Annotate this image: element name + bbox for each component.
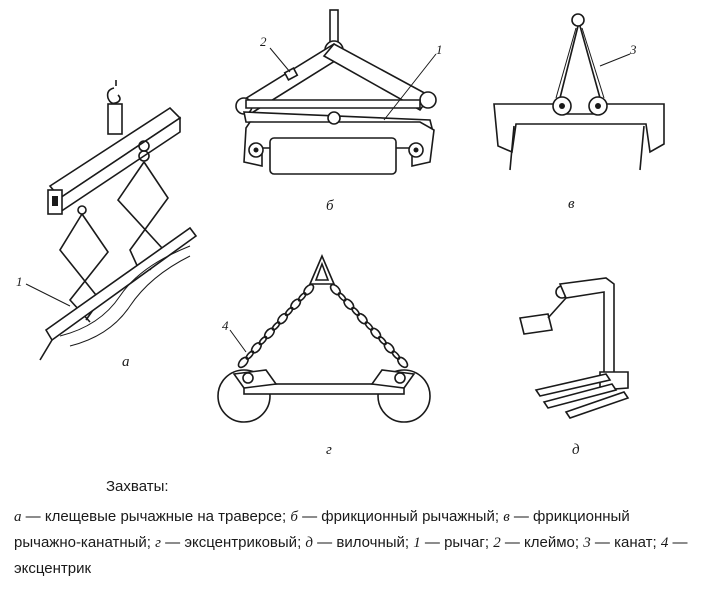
chain-link bbox=[250, 341, 262, 354]
chain-link bbox=[383, 342, 395, 354]
label-d: д bbox=[572, 442, 580, 458]
chain-link bbox=[337, 292, 347, 302]
callout-a-1: 1 bbox=[16, 274, 23, 289]
label-b: б bbox=[326, 198, 334, 214]
caption-text: фрикционный рычажно-канатный bbox=[14, 508, 630, 551]
drawing-a-tong-grab-on-traverse bbox=[25, 80, 198, 361]
callout-g-4: 4 bbox=[222, 318, 229, 333]
chain-link bbox=[351, 306, 361, 317]
caption-text: эксцентрик bbox=[14, 560, 92, 577]
chain-link bbox=[303, 283, 315, 296]
label-v: в bbox=[568, 196, 575, 212]
chain-link bbox=[245, 350, 255, 360]
chain-link bbox=[370, 327, 382, 340]
chain-link bbox=[290, 298, 302, 311]
chain-link bbox=[364, 321, 374, 331]
chain-link bbox=[391, 350, 401, 360]
chain-link bbox=[258, 335, 268, 346]
caption-text: канат bbox=[614, 534, 653, 551]
caption-body: а — клещевые рычажные на траверсе; б — ф… bbox=[14, 508, 688, 577]
drawing-g-eccentric-grab bbox=[217, 253, 431, 423]
caption-key: в bbox=[503, 509, 510, 525]
chain-link bbox=[263, 327, 276, 340]
gripping-devices-figure: а б в г д 1 1 2 3 4 bbox=[16, 9, 665, 458]
caption-key: д bbox=[305, 535, 313, 551]
caption-text: эксцентриковый bbox=[184, 534, 298, 551]
caption-key: 1 bbox=[413, 535, 421, 551]
callout-v-3: 3 bbox=[630, 42, 637, 57]
caption-text: клещевые рычажные на траверсе bbox=[44, 508, 283, 525]
caption-text: вилочный bbox=[336, 534, 405, 551]
chain-link bbox=[356, 312, 368, 325]
label-a: а bbox=[122, 354, 130, 370]
drawing-v-friction-lever-rope-grab bbox=[493, 13, 665, 171]
callout-b-2: 2 bbox=[260, 34, 267, 49]
chain-link bbox=[397, 356, 409, 369]
caption-key: г bbox=[155, 535, 161, 551]
caption-key: 3 bbox=[583, 535, 591, 551]
caption-text: фрикционный рычажный bbox=[321, 508, 495, 525]
chain-link bbox=[284, 306, 294, 317]
chain-link bbox=[276, 312, 289, 325]
caption-key: 2 bbox=[493, 535, 501, 551]
caption-key: 4 bbox=[660, 535, 669, 551]
chain-link bbox=[343, 298, 355, 310]
chain-link bbox=[329, 283, 341, 296]
chain-link bbox=[297, 292, 307, 302]
drawing-b-friction-lever-grab bbox=[235, 9, 437, 175]
caption-text: рычаг bbox=[444, 534, 485, 551]
label-g: г bbox=[326, 442, 332, 458]
chain-link bbox=[377, 335, 387, 346]
chain-link bbox=[271, 321, 281, 331]
caption-title: Захваты: bbox=[106, 478, 169, 495]
chain-link bbox=[237, 356, 249, 369]
caption-key: б bbox=[290, 509, 298, 525]
callout-b-1: 1 bbox=[436, 42, 443, 57]
drawing-d-forked-grab bbox=[519, 277, 630, 419]
caption-key: а bbox=[14, 509, 22, 525]
caption-text: клеймо bbox=[524, 534, 575, 551]
